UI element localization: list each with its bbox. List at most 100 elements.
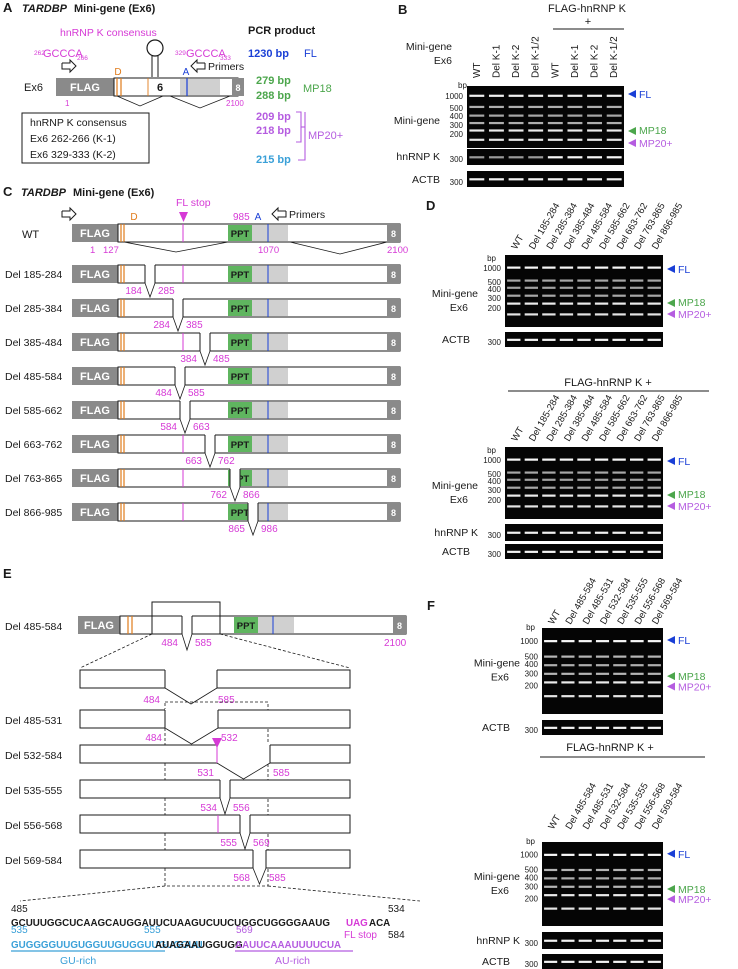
f-tick: 1000 bbox=[520, 851, 538, 860]
c-row-p2: 585 bbox=[188, 388, 205, 399]
flag-label: FLAG bbox=[70, 82, 100, 94]
c-row-label: Del 485-584 bbox=[5, 371, 62, 383]
f-minigene-band bbox=[561, 640, 575, 643]
f-tick: 400 bbox=[525, 660, 539, 669]
c-wt-ppt bbox=[228, 225, 252, 241]
c-row-2-exon8 bbox=[387, 333, 400, 351]
b-fl-arrow-icon bbox=[628, 90, 636, 98]
c-row-5-ppt bbox=[228, 436, 252, 452]
b-minigene-band bbox=[528, 129, 544, 132]
e-row-gap bbox=[253, 849, 266, 869]
panel-c-title-gene: TARDBP bbox=[21, 187, 67, 199]
d-minigene-band bbox=[542, 279, 556, 282]
f-fl: FL bbox=[678, 849, 690, 861]
e-pos-569: 569 bbox=[236, 925, 253, 936]
d-minigene-band bbox=[507, 286, 521, 289]
d-actb-band bbox=[577, 338, 591, 341]
c-row-1-ppt-label: PPT bbox=[231, 304, 250, 315]
f-tick: 200 bbox=[525, 682, 539, 691]
b-actb-band bbox=[547, 178, 563, 181]
f-tick: 300 bbox=[525, 883, 539, 892]
c-gap-v bbox=[144, 282, 156, 299]
d-minigene-band bbox=[507, 302, 521, 305]
e-row-v bbox=[239, 832, 251, 851]
panel-e-letter: E bbox=[3, 566, 12, 581]
b-actb-band bbox=[587, 178, 603, 181]
b-gel-hnrnpk bbox=[467, 149, 624, 165]
f-minigene-band bbox=[544, 885, 558, 888]
b-minigene-band bbox=[587, 94, 603, 97]
c-row-label: Del 663-762 bbox=[5, 439, 62, 451]
c-row-0-grey bbox=[252, 266, 288, 282]
b-hnrnpk-band bbox=[587, 156, 603, 159]
c-primer-reverse-icon bbox=[271, 206, 287, 222]
f-actb-label: ACTB bbox=[482, 722, 510, 734]
d-minigene-band bbox=[629, 505, 644, 508]
d-actb-band bbox=[629, 338, 644, 341]
d-minigene-band bbox=[594, 279, 609, 282]
b-lane-label: Del K-1 bbox=[491, 44, 502, 78]
b-minigene-band bbox=[469, 94, 485, 97]
b-minigene-band bbox=[469, 114, 485, 117]
b-minigene-band bbox=[587, 114, 603, 117]
d-minigene-band bbox=[577, 294, 591, 297]
b-hnrnpk-band bbox=[508, 156, 524, 159]
d-fl-arrow-icon bbox=[667, 457, 675, 465]
c-row-4-grey bbox=[252, 402, 288, 418]
b-minigene-band bbox=[567, 114, 583, 117]
c-row-p1: 284 bbox=[153, 320, 170, 331]
f-minigene-band bbox=[630, 681, 644, 684]
seq2: GCCCA bbox=[186, 48, 226, 60]
f-minigene-band bbox=[630, 868, 644, 872]
d-minigene-band bbox=[594, 494, 609, 497]
c-row-1-flag bbox=[72, 299, 118, 317]
d-minigene-band bbox=[524, 478, 539, 481]
d-minigene-band bbox=[612, 313, 626, 316]
e-row-p2: 532 bbox=[221, 733, 238, 744]
c-row-6-flag bbox=[72, 469, 118, 487]
d-minigene-band bbox=[507, 458, 521, 461]
e-row-label: Del 556-568 bbox=[5, 820, 62, 832]
b-lane-label: WT bbox=[550, 62, 561, 78]
b-minigene-band bbox=[567, 121, 583, 125]
d-minigene-band bbox=[629, 266, 644, 269]
f-fl-arrow-icon bbox=[667, 849, 675, 858]
c-primers-label: Primers bbox=[289, 209, 325, 221]
e-pos-584: 584 bbox=[388, 930, 405, 941]
d-minigene-band bbox=[542, 471, 556, 474]
c-d-label: D bbox=[130, 212, 137, 223]
d-fl: FL bbox=[678, 456, 690, 468]
f-mini-label: Mini-gene bbox=[474, 871, 520, 883]
f-minigene-band bbox=[647, 695, 661, 698]
d-tick-300: 300 bbox=[488, 550, 502, 559]
d-minigene-band bbox=[542, 266, 556, 269]
exon8-label: 8 bbox=[235, 83, 240, 93]
c-row-gap bbox=[180, 400, 190, 420]
d-minigene-band bbox=[559, 294, 574, 297]
seq2-end: 333 bbox=[220, 55, 231, 62]
f-minigene-band bbox=[595, 681, 610, 684]
e-row-gap bbox=[217, 744, 270, 764]
b-tick: 200 bbox=[450, 130, 464, 139]
f-minigene-band bbox=[544, 868, 558, 872]
d-minigene-band bbox=[594, 505, 609, 508]
c-row-3-flag bbox=[72, 367, 118, 385]
c-row-p1: 184 bbox=[125, 286, 142, 297]
d-minigene-band bbox=[524, 494, 539, 497]
b-row-label-1: Mini-gene bbox=[406, 41, 452, 53]
d-hnrnpk-band bbox=[594, 531, 609, 534]
d-minigene-band bbox=[524, 266, 539, 269]
f-mp20-arrow-icon bbox=[667, 895, 675, 904]
d-minigene-band bbox=[629, 279, 644, 282]
c-row-3-ppt bbox=[228, 368, 252, 384]
c-wt-flag bbox=[72, 224, 118, 242]
b-hnrnpk-band bbox=[567, 156, 583, 159]
f-actb-band bbox=[595, 960, 610, 963]
e-grey bbox=[258, 617, 294, 633]
d-minigene-band bbox=[612, 266, 626, 269]
d-mp20: MP20+ bbox=[678, 309, 712, 321]
b-minigene-band bbox=[547, 129, 563, 132]
e-seq-dash bbox=[267, 885, 421, 902]
e-flag bbox=[78, 616, 120, 634]
